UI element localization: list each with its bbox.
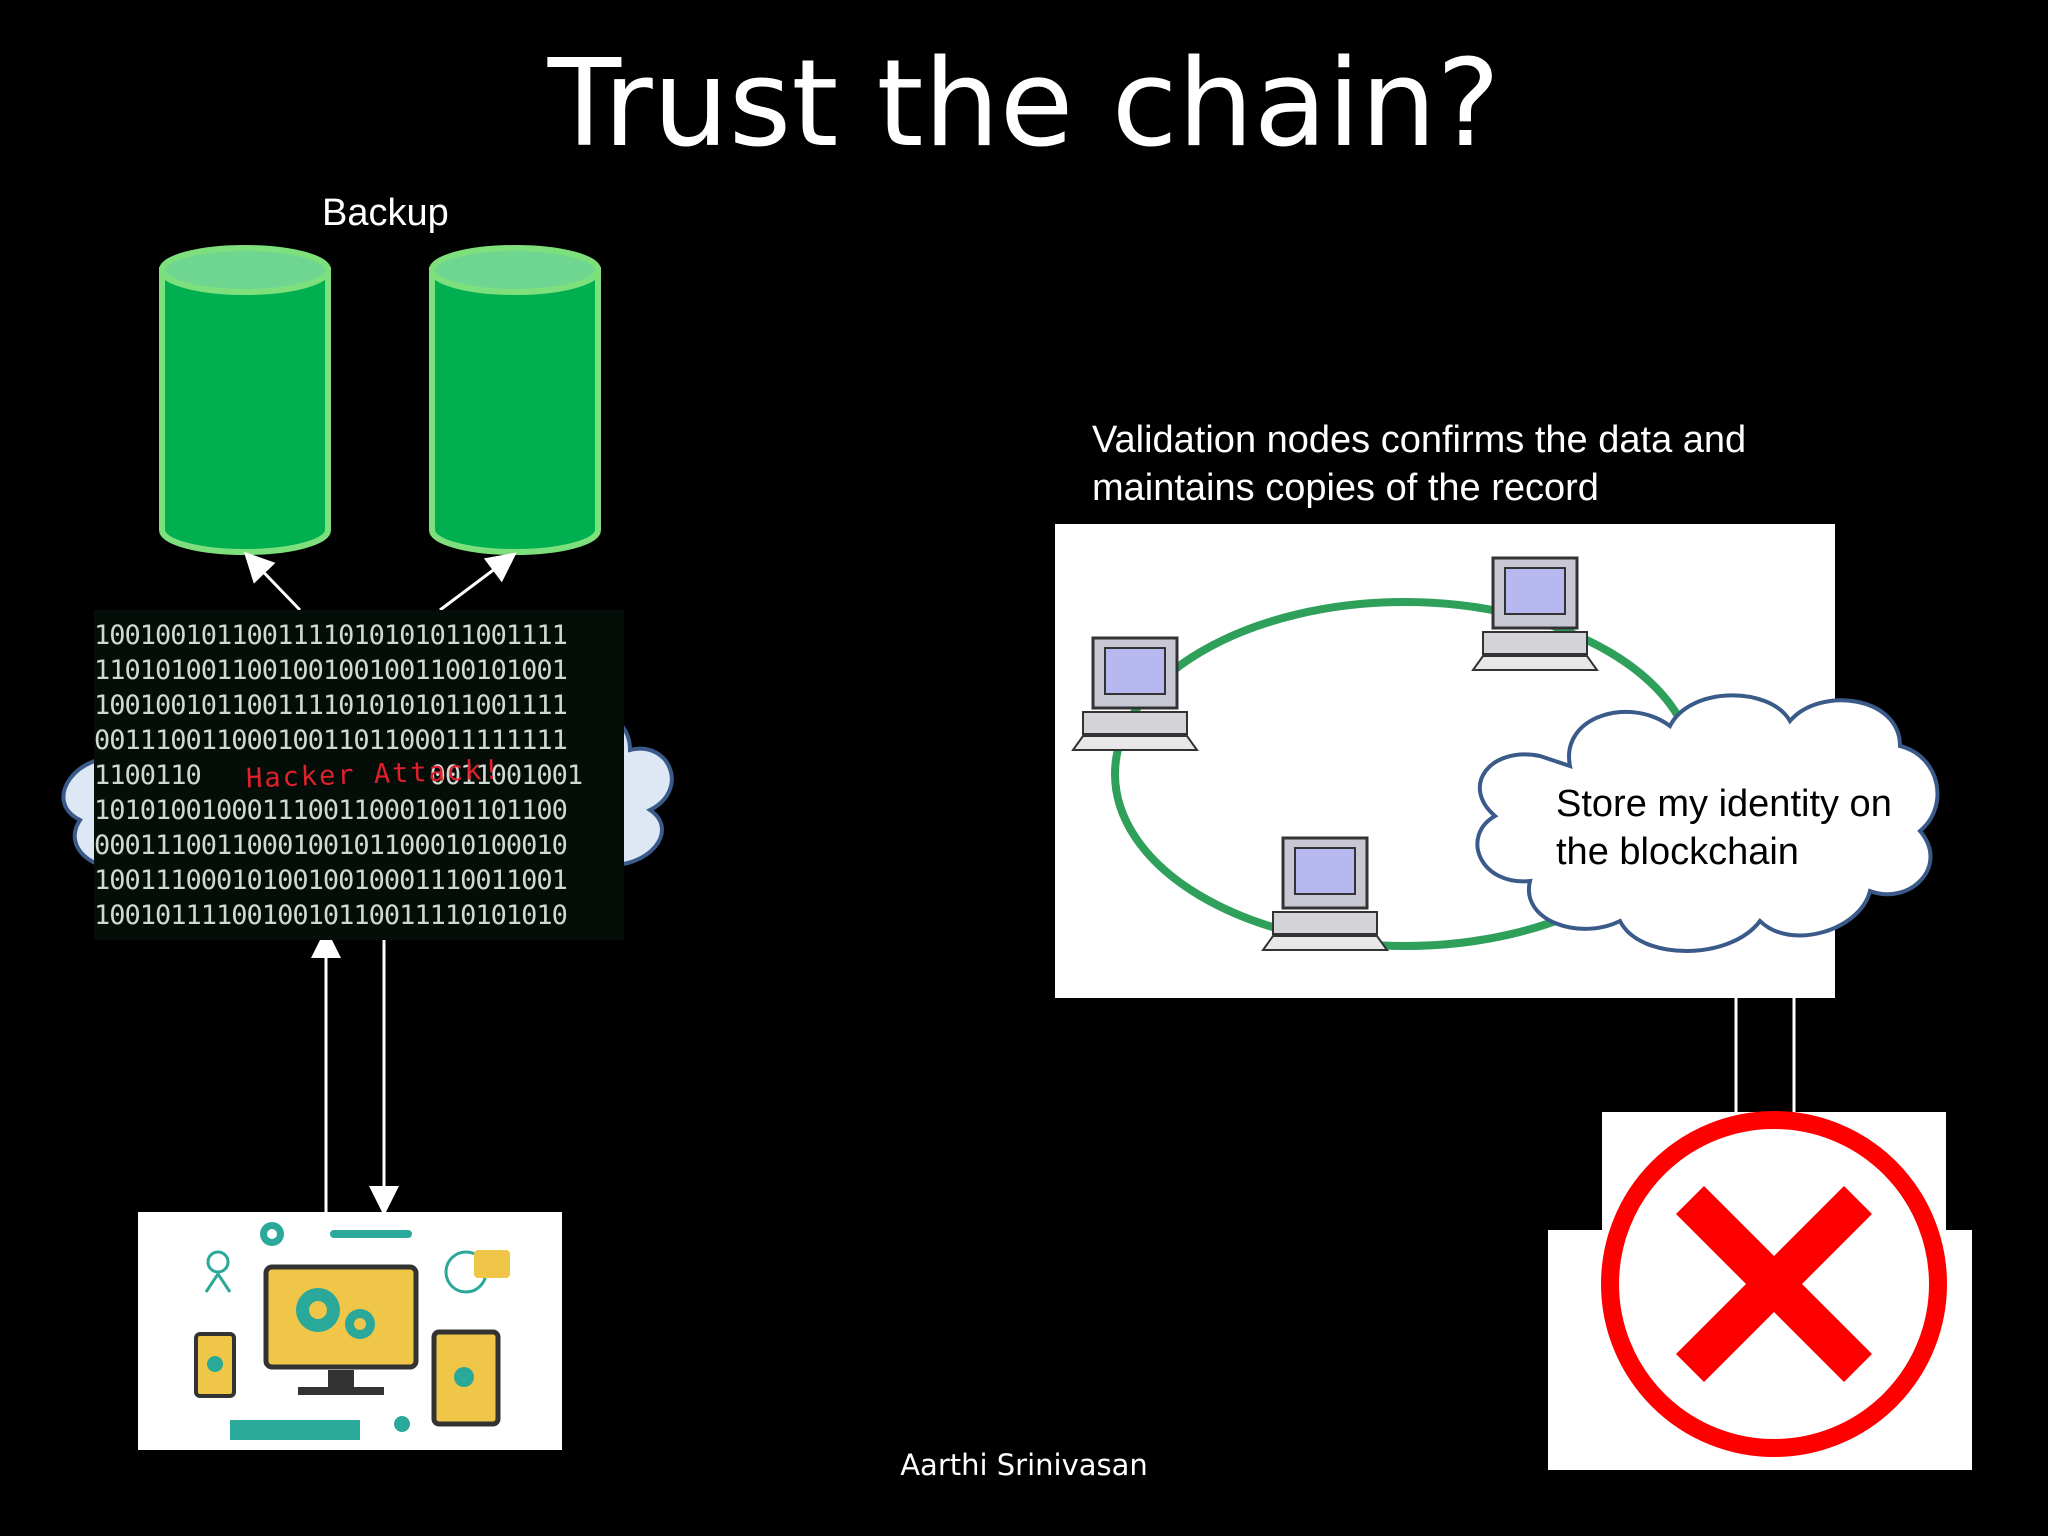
cloud-text: Store my identity on the blockchain	[1556, 780, 1996, 876]
binary-row: 1101010011001001001001100101001	[94, 655, 568, 686]
devices-illustration	[138, 1212, 562, 1450]
cloud-text-line1: Store my identity on	[1556, 783, 1892, 825]
computer-node-icon	[1261, 836, 1389, 951]
binary-row: 1010100100011100110001001101100	[94, 795, 568, 826]
computer-node-icon	[1471, 556, 1599, 671]
backup-label: Backup	[322, 192, 449, 234]
binary-row: 0001110011000100101100010100010	[94, 830, 568, 861]
footer-author: Aarthi Srinivasan	[900, 1448, 1148, 1482]
database-cylinder-icon	[429, 245, 601, 555]
binary-row: 1001001011001111010101011001111	[94, 620, 568, 651]
validation-label-line2: maintains copies of the record	[1092, 467, 1599, 509]
red-x-icon	[1601, 1111, 1947, 1457]
binary-row: 1001001011001111010101011001111	[94, 690, 568, 721]
cloud-text-line2: the blockchain	[1556, 831, 1799, 873]
binary-row: 1100110 0011001001	[94, 760, 583, 791]
slide-title: Trust the chain?	[547, 35, 1501, 174]
computer-node-icon	[1071, 636, 1199, 751]
hacker-attack-image: 1001001011001111010101011001111 110101001…	[94, 610, 624, 940]
devices-illustration-icon	[194, 1222, 510, 1440]
cloud-icon	[1475, 693, 1940, 953]
binary-row: 0011100110001001101100011111111	[94, 725, 568, 756]
binary-row: 1001110001010010010001110011001	[94, 865, 568, 896]
binary-row: 1001011110010010110011110101010	[94, 900, 568, 931]
database-cylinder-icon	[159, 245, 331, 555]
validation-label: Validation nodes confirms the data and m…	[1092, 416, 1852, 512]
backup-databases	[159, 245, 601, 555]
validation-label-line1: Validation nodes confirms the data and	[1092, 419, 1747, 461]
